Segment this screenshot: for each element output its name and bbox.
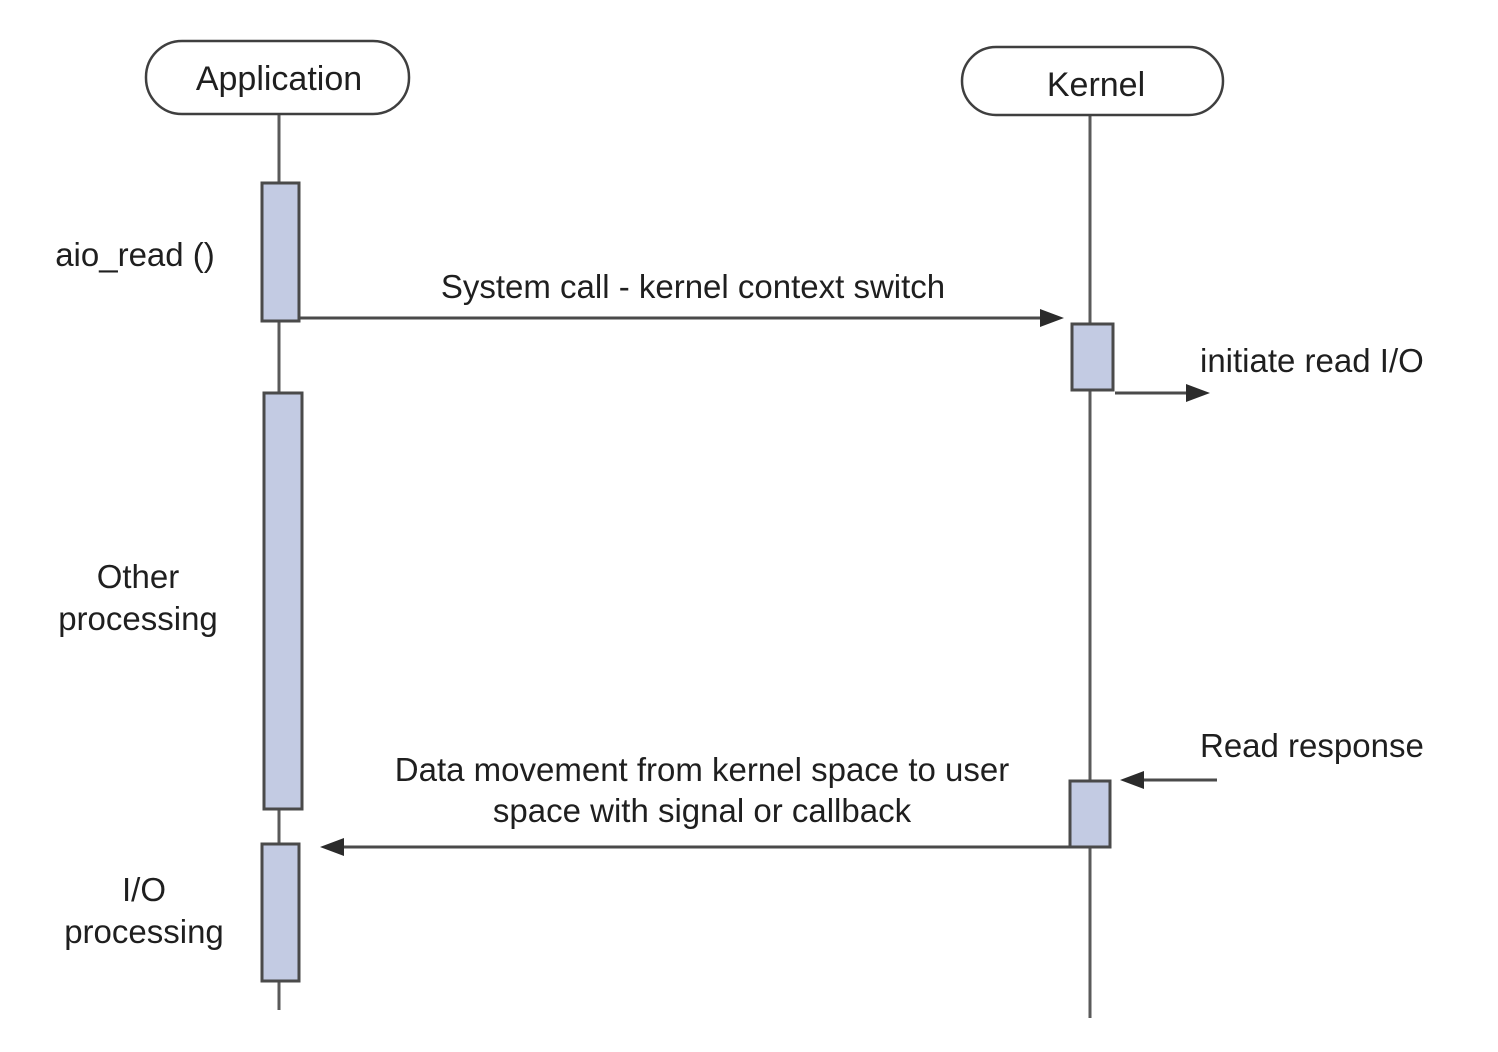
syscall-arrowhead-icon bbox=[1040, 309, 1064, 327]
phase-io-processing-label-line2: processing bbox=[64, 913, 224, 950]
data-movement-arrowhead-icon bbox=[320, 838, 344, 856]
data-movement-label-line2: space with signal or callback bbox=[493, 792, 912, 829]
message-syscall: System call - kernel context switch bbox=[299, 268, 1064, 327]
syscall-label: System call - kernel context switch bbox=[441, 268, 945, 305]
phase-aio-read-label: aio_read () bbox=[55, 236, 215, 273]
data-movement-label-line1: Data movement from kernel space to user bbox=[395, 751, 1009, 788]
activation-io-processing bbox=[260, 842, 301, 983]
kernel-actor: Kernel bbox=[960, 45, 1225, 117]
phase-other-processing-label-line2: processing bbox=[58, 600, 218, 637]
phase-io-processing-label-line1: I/O bbox=[122, 871, 166, 908]
read-response-arrowhead-icon bbox=[1120, 771, 1144, 789]
application-actor-label: Application bbox=[196, 60, 362, 98]
read-response-label: Read response bbox=[1200, 727, 1424, 764]
application-actor: Application bbox=[144, 39, 411, 116]
activation-kernel-response bbox=[1068, 779, 1112, 849]
initiate-label: initiate read I/O bbox=[1200, 342, 1424, 379]
initiate-arrowhead-icon bbox=[1186, 384, 1210, 402]
activation-aio-read bbox=[260, 181, 301, 323]
kernel-actor-box bbox=[960, 45, 1225, 117]
message-initiate-read: initiate read I/O bbox=[1115, 342, 1424, 402]
activation-other-processing bbox=[262, 391, 304, 811]
activation-kernel-syscall bbox=[1070, 322, 1115, 392]
phase-other-processing-label-line1: Other bbox=[97, 558, 180, 595]
kernel-actor-label: Kernel bbox=[1047, 66, 1145, 104]
message-read-response: Read response bbox=[1120, 727, 1424, 789]
application-actor-box bbox=[144, 39, 411, 116]
message-data-movement: Data movement from kernel space to user … bbox=[320, 751, 1070, 856]
